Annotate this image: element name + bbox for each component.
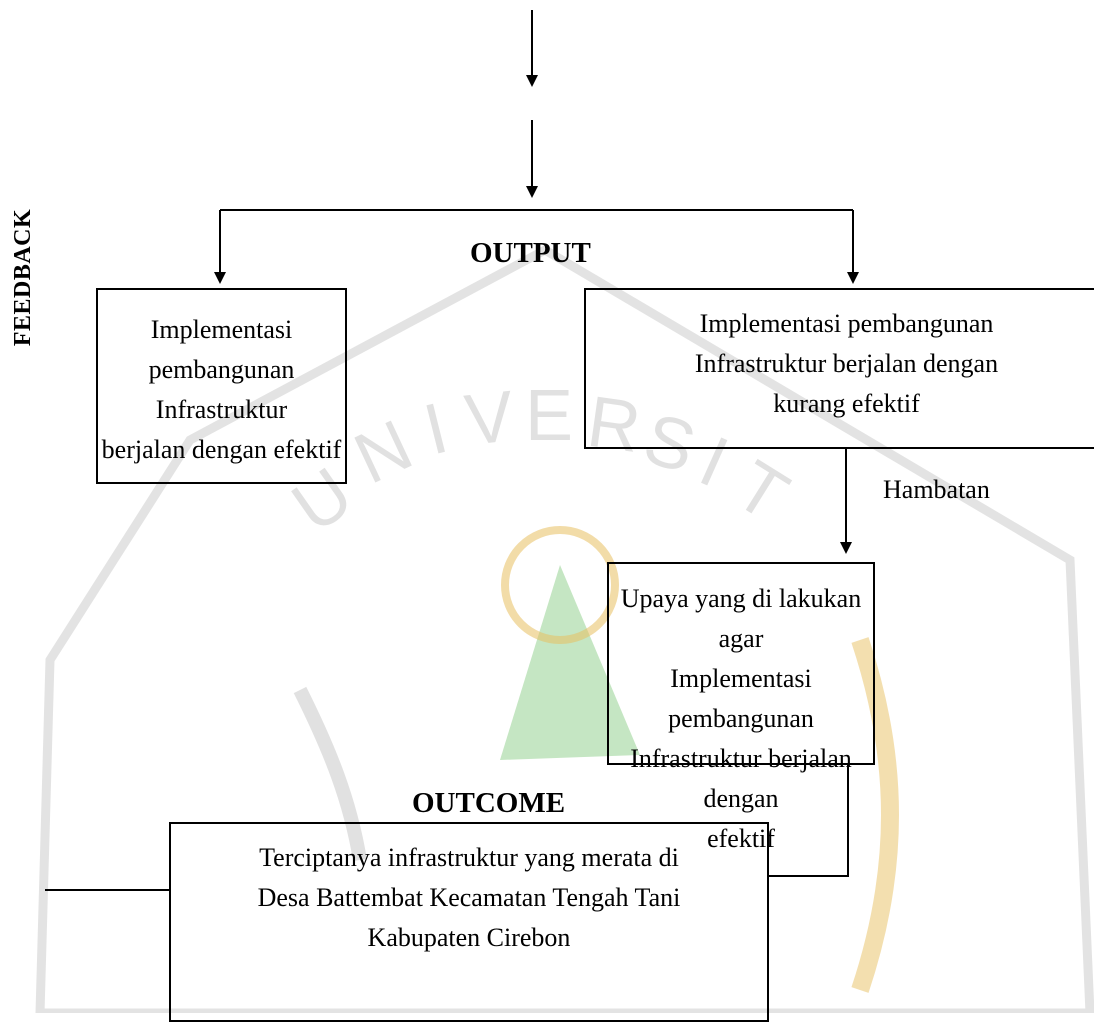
feedback-side-label: FEEDBACK	[4, 190, 44, 365]
outcome-heading: OUTCOME	[412, 787, 565, 820]
effective-implementation-box: Implementasi pembangunan Infrastruktur b…	[96, 288, 347, 484]
box-line: Upaya yang di lakukan agar	[609, 579, 873, 659]
box-line: Implementasi pembangunan	[609, 659, 873, 739]
box-line: kurang efektif	[592, 384, 1094, 424]
outcome-box: Terciptanya infrastruktur yang merata di…	[169, 822, 769, 1022]
box-line: Implementasi pembangunan	[592, 304, 1094, 344]
box-line: Kabupaten Cirebon	[258, 918, 681, 958]
box-line: pembangunan Infrastruktur	[98, 350, 345, 430]
effort-box: Upaya yang di lakukan agar Implementasi …	[607, 562, 875, 765]
box-line: berjalan dengan efektif	[98, 430, 345, 470]
less-effective-implementation-box: Implementasi pembangunan Infrastruktur b…	[584, 288, 1094, 449]
box-line: Implementasi	[98, 310, 345, 350]
box-line: Infrastruktur berjalan dengan	[609, 739, 873, 819]
output-heading: OUTPUT	[470, 237, 591, 270]
box-line: Terciptanya infrastruktur yang merata di	[258, 838, 681, 878]
box-line: Infrastruktur berjalan dengan	[592, 344, 1094, 384]
feedback-label-text: FEEDBACK	[11, 209, 38, 346]
obstacle-label: Hambatan	[883, 475, 990, 505]
box-line: Desa Battembat Kecamatan Tengah Tani	[258, 878, 681, 918]
